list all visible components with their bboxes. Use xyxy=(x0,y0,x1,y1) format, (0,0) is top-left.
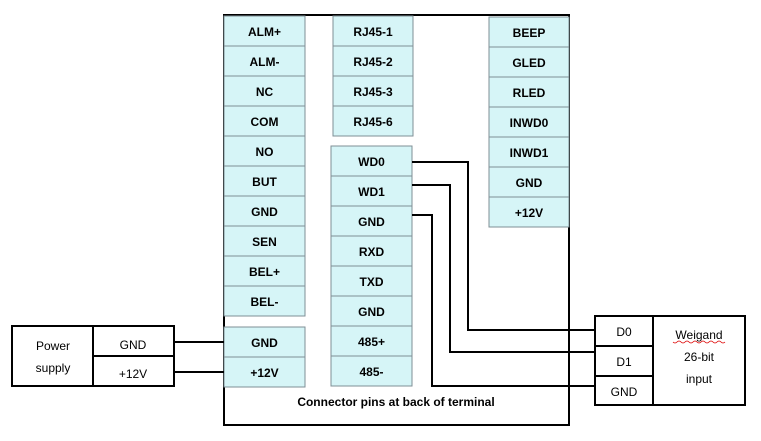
pin-label: +12V xyxy=(250,366,278,380)
pin-label: GND xyxy=(516,176,543,190)
pin-label: ALM- xyxy=(250,55,280,69)
pin-label: RJ45-1 xyxy=(353,25,393,39)
wire-wd0-d0 xyxy=(412,161,595,331)
pin-label: COM xyxy=(251,115,279,129)
weigand-label-2: 26-bit xyxy=(684,350,715,364)
pin-label: NO xyxy=(256,145,274,159)
pin-label: NC xyxy=(256,85,274,99)
wire-wd1-d1 xyxy=(412,184,595,353)
pin-label: GND xyxy=(251,205,278,219)
pin-label: 485+ xyxy=(358,335,385,349)
weigand-label-1: Weigand xyxy=(675,328,722,342)
middle-pin-column: WD0 WD1 GND RXD TXD GND 485+ 485- xyxy=(330,145,413,387)
right-pin-column: BEEP GLED RLED INWD0 INWD1 GND +12V xyxy=(488,16,570,228)
pin-label: RJ45-3 xyxy=(353,85,393,99)
power-supply-12v: +12V xyxy=(119,367,147,381)
pin-rj45-6: RJ45-6 xyxy=(332,105,414,137)
pin-label: +12V xyxy=(515,206,543,220)
spellcheck-squiggle xyxy=(672,340,726,344)
pin-beep: BEEP xyxy=(488,16,570,48)
pin-txd: TXD xyxy=(330,265,413,297)
pin-rxd: RXD xyxy=(330,235,413,267)
weigand-d1: D1 xyxy=(616,355,632,369)
pin-label: BUT xyxy=(252,175,277,189)
pin-power-gnd: GND xyxy=(223,326,306,358)
pin-label: ALM+ xyxy=(248,25,281,39)
pin-label: GND xyxy=(358,305,385,319)
weigand-label-3: input xyxy=(686,372,713,386)
pin-label: RJ45-6 xyxy=(353,115,393,129)
pin-nc: NC xyxy=(223,75,306,107)
pin-alm-plus: ALM+ xyxy=(223,15,306,47)
pin-inwd0: INWD0 xyxy=(488,106,570,138)
pin-label: RLED xyxy=(513,86,546,100)
pin-bel-minus: BEL- xyxy=(223,285,306,317)
left-pin-column: ALM+ ALM- NC COM NO BUT GND SEN BEL+ BEL… xyxy=(223,15,306,317)
pin-485-minus: 485- xyxy=(330,355,413,387)
pin-no: NO xyxy=(223,135,306,167)
pin-wd1: WD1 xyxy=(330,175,413,207)
pin-label: WD0 xyxy=(358,155,385,169)
pin-right-12v: +12V xyxy=(488,196,570,228)
pin-label: SEN xyxy=(252,235,277,249)
pin-label: INWD0 xyxy=(510,116,549,130)
power-supply-box: Power supply GND +12V xyxy=(11,325,175,387)
pin-power-12v: +12V xyxy=(223,356,306,388)
pin-gled: GLED xyxy=(488,46,570,78)
pin-bel-plus: BEL+ xyxy=(223,255,306,287)
pin-label: RXD xyxy=(359,245,385,259)
pin-mid-gnd-2: GND xyxy=(330,295,413,327)
pin-label: BEL+ xyxy=(249,265,280,279)
pin-label: TXD xyxy=(360,275,384,289)
pin-label: RJ45-2 xyxy=(353,55,393,69)
pin-alm-minus: ALM- xyxy=(223,45,306,77)
pin-label: 485- xyxy=(359,365,383,379)
pin-label: GLED xyxy=(512,56,546,70)
pin-label: INWD1 xyxy=(510,146,549,160)
pin-label: GND xyxy=(251,336,278,350)
pin-label: BEEP xyxy=(513,26,546,40)
left-power-pins: GND +12V xyxy=(223,326,306,388)
pin-but: BUT xyxy=(223,165,306,197)
wires xyxy=(174,161,595,387)
rj45-pin-column: RJ45-1 RJ45-2 RJ45-3 RJ45-6 xyxy=(332,15,414,137)
pin-485-plus: 485+ xyxy=(330,325,413,357)
pin-label: GND xyxy=(358,215,385,229)
weigand-box: D0 D1 GND Weigand 26-bit input xyxy=(594,315,746,406)
terminal-caption: Connector pins at back of terminal xyxy=(297,395,494,409)
weigand-d0: D0 xyxy=(616,325,632,339)
power-supply-gnd: GND xyxy=(120,338,147,352)
pin-gnd: GND xyxy=(223,195,306,227)
weigand-gnd: GND xyxy=(611,385,638,399)
pin-rj45-3: RJ45-3 xyxy=(332,75,414,107)
pin-wd0: WD0 xyxy=(330,145,413,177)
pin-rj45-2: RJ45-2 xyxy=(332,45,414,77)
power-supply-label-1: Power xyxy=(36,339,70,353)
pin-rled: RLED xyxy=(488,76,570,108)
pin-inwd1: INWD1 xyxy=(488,136,570,168)
pin-right-gnd: GND xyxy=(488,166,570,198)
pin-label: BEL- xyxy=(251,295,279,309)
pin-sen: SEN xyxy=(223,225,306,257)
pin-mid-gnd: GND xyxy=(330,205,413,237)
power-supply-label-2: supply xyxy=(36,361,71,375)
pin-label: WD1 xyxy=(358,185,385,199)
pin-rj45-1: RJ45-1 xyxy=(332,15,414,47)
wire-gnd-gnd xyxy=(412,214,595,387)
pin-com: COM xyxy=(223,105,306,137)
